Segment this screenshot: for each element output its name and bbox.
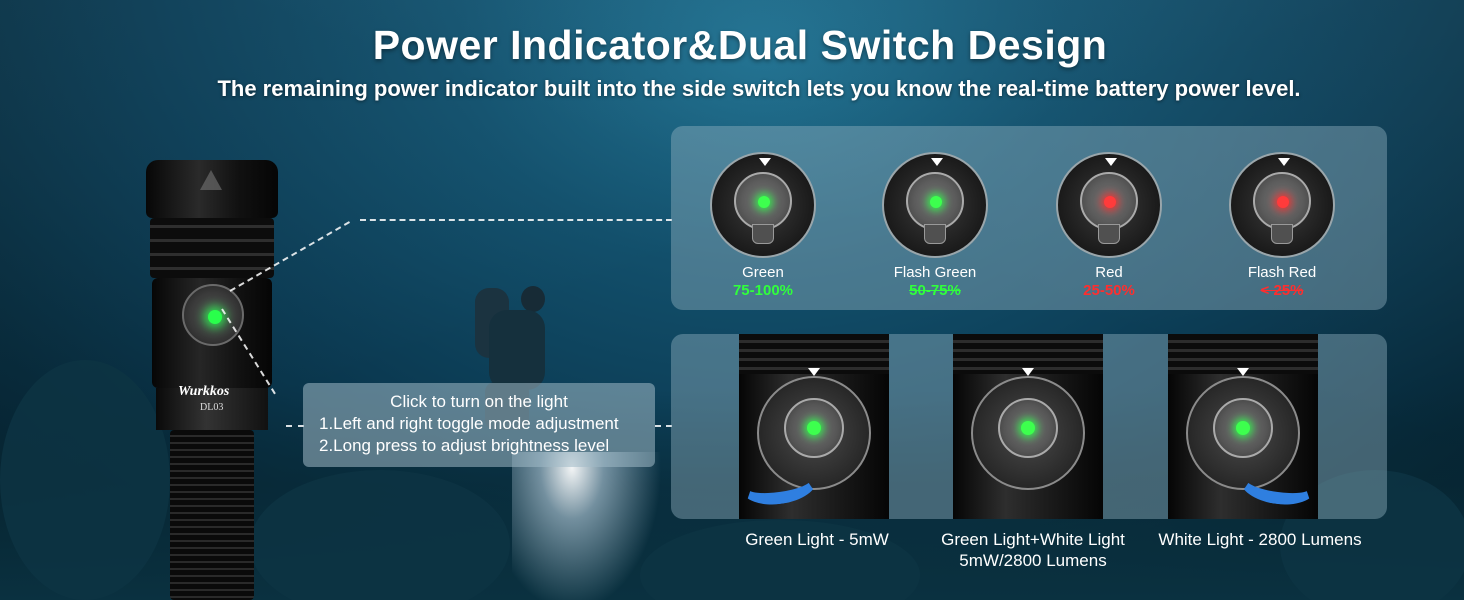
info-line-3: 2.Long press to adjust brightness level bbox=[319, 436, 610, 455]
fins bbox=[1168, 334, 1318, 374]
connector-line-info-left bbox=[286, 425, 304, 427]
switch-ring bbox=[757, 376, 871, 490]
flashlight-band bbox=[156, 388, 268, 430]
switch-knob-icon bbox=[1229, 152, 1335, 258]
switch-core bbox=[784, 398, 844, 458]
flashlight-image: Wurkkos DL03 bbox=[146, 160, 278, 600]
indicator-name: Green bbox=[742, 264, 784, 281]
green-led-icon bbox=[930, 196, 942, 208]
pointer-icon bbox=[1105, 158, 1117, 166]
coral-rock bbox=[640, 520, 920, 600]
mode-label-line: Green Light - 5mW bbox=[745, 530, 889, 549]
indicator-level: 75-100% bbox=[732, 282, 794, 299]
side-switch bbox=[182, 284, 244, 346]
green-led-icon bbox=[1021, 421, 1035, 435]
switch-info-box: Click to turn on the light 1.Left and ri… bbox=[303, 383, 655, 467]
model-label: DL03 bbox=[200, 402, 224, 413]
pointer-icon bbox=[808, 368, 820, 376]
knob-stem bbox=[1098, 224, 1120, 244]
indicator-level: < 25% bbox=[1260, 282, 1304, 299]
indicator-level: 50-75% bbox=[909, 282, 961, 299]
connector-line-info-right bbox=[655, 425, 672, 427]
coral-rock-left bbox=[0, 360, 170, 600]
info-line-1: Click to turn on the light bbox=[390, 392, 568, 411]
switch-knob-icon bbox=[1056, 152, 1162, 258]
info-line-2: 1.Left and right toggle mode adjustment bbox=[319, 414, 619, 433]
mode-label-green-white: Green Light+White Light 5mW/2800 Lumens bbox=[928, 529, 1138, 571]
mode-image-white bbox=[1168, 334, 1318, 519]
diver-head bbox=[521, 286, 545, 312]
green-led-icon bbox=[807, 421, 821, 435]
flashlight-head bbox=[146, 160, 278, 218]
mode-label-white: White Light - 2800 Lumens bbox=[1150, 529, 1370, 550]
switch-knob-icon bbox=[710, 152, 816, 258]
power-led-icon bbox=[208, 310, 222, 324]
indicator-flash-red: Flash Red < 25% bbox=[1227, 152, 1337, 299]
pointer-icon bbox=[1278, 158, 1290, 166]
pointer-icon bbox=[759, 158, 771, 166]
indicator-name: Red bbox=[1095, 264, 1123, 281]
mode-image-green bbox=[739, 334, 889, 519]
flashlight-fins bbox=[150, 218, 274, 278]
pointer-icon bbox=[1022, 368, 1034, 376]
page-title: Power Indicator&Dual Switch Design bbox=[372, 22, 1108, 68]
light-beam bbox=[512, 452, 662, 600]
mode-image-green-white bbox=[953, 334, 1103, 519]
indicator-name: Flash Green bbox=[893, 264, 977, 281]
connector-line-top bbox=[360, 219, 672, 221]
mode-label-line: Green Light+White Light bbox=[941, 530, 1125, 549]
warning-triangle-icon bbox=[200, 170, 222, 190]
brand-logo: Wurkkos bbox=[178, 384, 230, 399]
red-led-icon bbox=[1277, 196, 1289, 208]
diver-torso bbox=[489, 310, 545, 390]
page-subtitle: The remaining power indicator built into… bbox=[217, 76, 1301, 101]
pointer-icon bbox=[1237, 368, 1249, 376]
coral-rock bbox=[250, 470, 510, 600]
fins bbox=[953, 334, 1103, 374]
knob-stem bbox=[752, 224, 774, 244]
green-led-icon bbox=[758, 196, 770, 208]
knob-stem bbox=[924, 224, 946, 244]
red-led-icon bbox=[1104, 196, 1116, 208]
flashlight-grip bbox=[170, 430, 254, 600]
indicator-red: Red 25-50% bbox=[1054, 152, 1164, 299]
green-led-icon bbox=[1236, 421, 1250, 435]
knob-stem bbox=[1271, 224, 1293, 244]
switch-knob-icon bbox=[882, 152, 988, 258]
indicator-level: 25-50% bbox=[1083, 282, 1135, 299]
indicator-name: Flash Red bbox=[1247, 264, 1317, 281]
rotate-right-arrow-icon bbox=[1237, 458, 1318, 510]
power-indicator-panel: Green 75-100% Flash Green 50-75% Red 25-… bbox=[671, 126, 1387, 310]
mode-label-green: Green Light - 5mW bbox=[734, 529, 900, 550]
mode-label-line: White Light - 2800 Lumens bbox=[1158, 530, 1362, 549]
indicator-flash-green: Flash Green 50-75% bbox=[880, 152, 990, 299]
indicator-green: Green 75-100% bbox=[708, 152, 818, 299]
mode-label-line: 5mW/2800 Lumens bbox=[959, 551, 1107, 570]
pointer-icon bbox=[931, 158, 943, 166]
switch-core bbox=[1213, 398, 1273, 458]
fins bbox=[739, 334, 889, 374]
